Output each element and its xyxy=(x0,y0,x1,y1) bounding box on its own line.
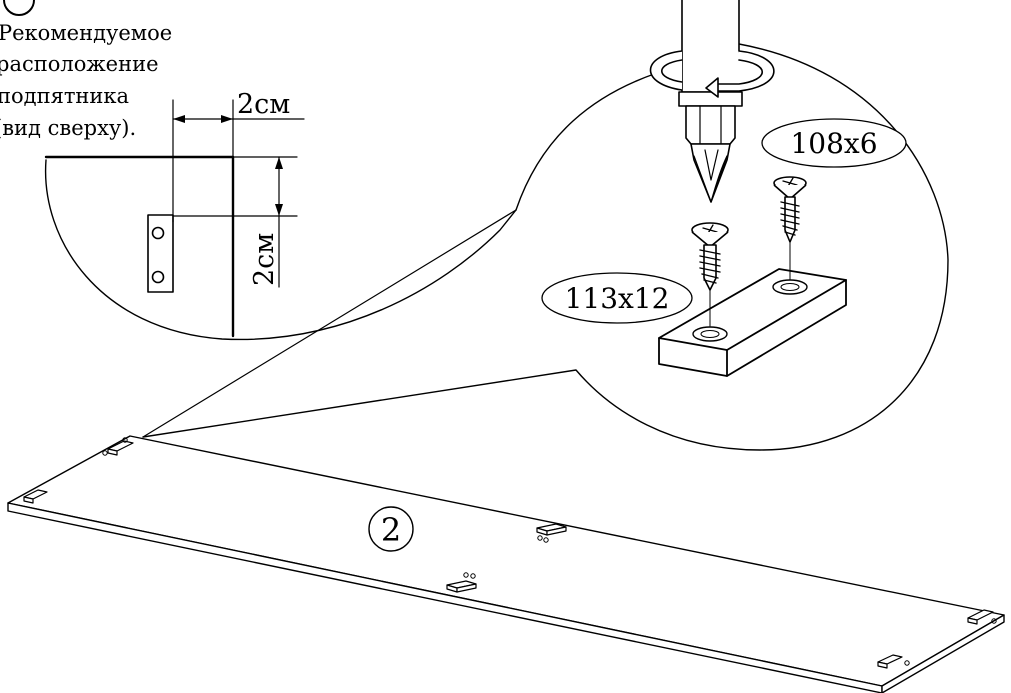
dim-arrow-down xyxy=(275,204,283,216)
glider-hole-lower xyxy=(151,270,165,284)
glider-pad xyxy=(102,437,134,456)
dim-arrow-left xyxy=(173,115,185,123)
zoom-connector-line xyxy=(142,209,517,438)
rotation-arrow-icon xyxy=(649,50,775,98)
drill-bit-icon xyxy=(678,0,743,203)
top-view-zoom-outline xyxy=(44,159,517,341)
dim-arrow-up xyxy=(275,157,283,169)
screw-small-label: 108х6 xyxy=(790,127,877,160)
screw-large-label-oval xyxy=(541,272,693,324)
step-number-circle-icon xyxy=(3,0,35,16)
screw-large-label: 113х12 xyxy=(565,282,670,315)
glider-hole-upper xyxy=(151,226,165,240)
glider-pad xyxy=(23,489,48,504)
glider-pad xyxy=(446,572,477,593)
glider-pad xyxy=(877,654,910,669)
dim-arrow-right xyxy=(221,115,233,123)
dim-label-vertical: 2см xyxy=(249,233,280,286)
glider-pad xyxy=(967,609,997,625)
note-line-1: Рекомендуемое xyxy=(0,21,172,45)
screw-icon xyxy=(691,222,729,327)
glider-pad xyxy=(536,523,567,543)
shelf-panel xyxy=(7,435,1005,693)
detail-zoom-outline xyxy=(142,43,949,451)
recommendation-note: Рекомендуемое расположение подпятника (в… xyxy=(0,21,172,140)
screw-icon xyxy=(773,176,807,281)
glider-block xyxy=(658,268,847,377)
note-line-3: подпятника xyxy=(0,84,129,108)
part-number-label: 2 xyxy=(381,511,401,549)
note-line-4: (вид сверху). xyxy=(0,116,136,140)
screw-small-label-oval xyxy=(761,118,907,168)
note-line-2: расположение xyxy=(0,52,159,76)
part-number-circle xyxy=(368,506,414,552)
dim-label-horizontal: 2см xyxy=(237,89,290,120)
